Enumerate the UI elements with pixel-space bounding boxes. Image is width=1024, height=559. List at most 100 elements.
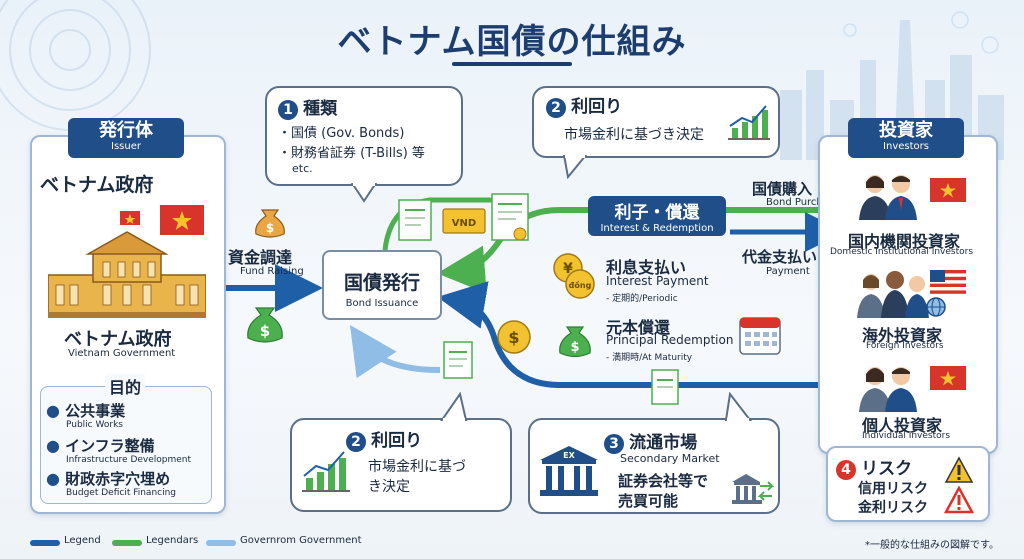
purpose-item-en: Public Works — [66, 420, 123, 430]
principal-jp: 元本償還 — [606, 318, 671, 337]
risk-title-row: 4 リスク — [836, 454, 912, 480]
issuer-name-bottom: ベトナム政府 — [64, 329, 172, 350]
types-callout-tail — [350, 183, 378, 203]
vnd-label: VND — [452, 218, 476, 229]
types-number: 1 — [278, 99, 298, 120]
globe-icon — [926, 297, 946, 317]
bond-issuance-jp: 国債発行 — [343, 272, 420, 294]
secondary-line1: 証券会社等で — [618, 472, 709, 490]
risk-title: リスク — [861, 459, 913, 479]
warning-red-icon — [944, 486, 974, 514]
investors-tag: 投資家 Investors — [848, 118, 964, 158]
svg-text:đồng: đồng — [569, 280, 592, 290]
credit-risk: 信用リスク — [858, 481, 928, 497]
vietnam-flags — [120, 205, 204, 235]
foreign-investors-en: Foreign Investors — [866, 341, 944, 351]
purpose-item: ● インフラ整備 — [46, 435, 155, 456]
secondary-title: 流通市場 — [629, 433, 698, 453]
dollar-coin-icon: $ — [497, 320, 531, 354]
calendar-icon — [739, 317, 781, 355]
bond-document-bottom-icon — [443, 341, 473, 379]
interest-payment-note: - 定期的/Periodic — [606, 294, 678, 304]
vietnam-flag-icon-2 — [930, 366, 966, 390]
individual-investors-icon — [859, 367, 917, 412]
types-title: 種類 — [303, 99, 338, 119]
types-item-3: etc. — [292, 162, 313, 175]
legend-label: Legend — [64, 535, 101, 546]
purpose-title: 目的 — [105, 374, 146, 398]
legend-bar-light — [206, 540, 236, 546]
secondary-callout-tail — [724, 392, 753, 422]
svg-text:$: $ — [570, 340, 579, 355]
principal-note: - 満期時/At Maturity — [606, 353, 693, 363]
funding-label-en: Fund Raising — [240, 266, 304, 277]
secondary-en: Secondary Market — [620, 452, 720, 465]
interest-payment-en: Interest Payment — [606, 274, 709, 288]
bond-issuance-box: 国債発行 Bond Issuance — [322, 250, 442, 320]
footnote: *一般的な仕組みの図解です。 — [865, 540, 999, 551]
domestic-inst-jp: 国内機関投資家 — [848, 232, 961, 251]
growth-chart-icon — [728, 105, 770, 140]
purpose-item-en: Infrastructure Development — [66, 455, 192, 465]
bullet-icon: ● — [46, 436, 60, 455]
yield-bottom-title-row: 2 利回り — [346, 426, 422, 452]
yield-top-title-row: 2 利回り — [546, 92, 622, 118]
interest-payment-jp: 利息支払い — [606, 258, 687, 277]
yield-bottom-callout — [290, 418, 512, 512]
rate-risk: 金利リスク — [858, 500, 928, 516]
yield-top-number: 2 — [546, 97, 566, 118]
bond-purchase-en: Bond Purchase — [766, 197, 841, 208]
legend-bar-navy — [30, 540, 60, 546]
warning-yellow-icon — [944, 456, 974, 483]
payment-jp: 代金支払い — [742, 248, 818, 266]
issuer-name-en: Vietnam Government — [68, 348, 176, 359]
yield-bottom-callout-tail — [440, 392, 468, 422]
svg-text:$: $ — [260, 322, 270, 340]
money-bag-green-icon: $ — [247, 307, 283, 343]
types-item-1: ・国債 (Gov. Bonds) — [278, 126, 405, 141]
purpose-item-jp: 公共事業 — [65, 402, 126, 420]
foreign-investors-jp: 海外投資家 — [862, 326, 943, 345]
legend-label: Governrom Government — [240, 535, 362, 546]
issuer-tag-jp: 発行体 — [99, 120, 153, 141]
yield-bottom-line2: き決定 — [368, 479, 410, 495]
secondary-title-row: 3 流通市場 — [604, 428, 697, 454]
purpose-item-jp: インフラ整備 — [65, 437, 155, 455]
purpose-item: ● 公共事業 — [46, 400, 125, 421]
government-building-icon — [48, 231, 206, 318]
risk-number: 4 — [836, 459, 856, 480]
domestic-investors-icon — [859, 175, 917, 220]
bond-issuance-en: Bond Issuance — [345, 298, 419, 309]
stock-exchange-building-icon: EX — [540, 446, 598, 496]
usa-flag-icon — [930, 270, 966, 294]
money-bag-icon: $ — [255, 209, 285, 238]
types-item-2: ・財務省証券 (T-Bills) 等 — [278, 146, 425, 161]
types-title-row: 1 種類 — [278, 94, 337, 120]
bond-document-mid-icon — [651, 369, 679, 405]
interest-redemption-label: 利子・償還 Interest & Redemption — [588, 196, 726, 236]
investors-tag-jp: 投資家 — [879, 120, 933, 141]
purpose-item-en: Budget Deficit Financing — [66, 488, 177, 498]
bond-certificate-icon — [491, 193, 529, 241]
interest-redemption-jp: 利子・償還 — [614, 203, 700, 223]
svg-text:EX: EX — [563, 451, 575, 460]
issuer-name-top: ベトナム政府 — [40, 174, 154, 196]
domestic-inst-en: Domestic Institutional Investors — [830, 247, 974, 257]
yield-bottom-line1: 市場金利に基づ — [368, 459, 466, 475]
trade-exchange-icon — [732, 474, 775, 504]
title-underline — [452, 62, 572, 66]
funding-label-jp: 資金調達 — [228, 248, 293, 267]
interest-redemption-en: Interest & Redemption — [600, 223, 714, 234]
growth-chart-bottom-icon — [302, 451, 350, 492]
money-bag-green-small-icon: $ — [559, 326, 591, 358]
secondary-line2: 売買可能 — [618, 492, 679, 510]
svg-text:¥: ¥ — [563, 261, 573, 277]
page-title: ベトナム国債の仕組み — [337, 22, 687, 62]
payment-en: Payment — [766, 266, 810, 277]
legend-bar-green — [112, 540, 142, 546]
vietnam-flag-icon — [930, 178, 966, 202]
yield-top-callout-tail — [562, 155, 588, 179]
foreign-investors-icon — [857, 271, 929, 318]
yield-bottom-title: 利回り — [371, 431, 423, 451]
issuer-tag-en: Issuer — [111, 141, 141, 152]
